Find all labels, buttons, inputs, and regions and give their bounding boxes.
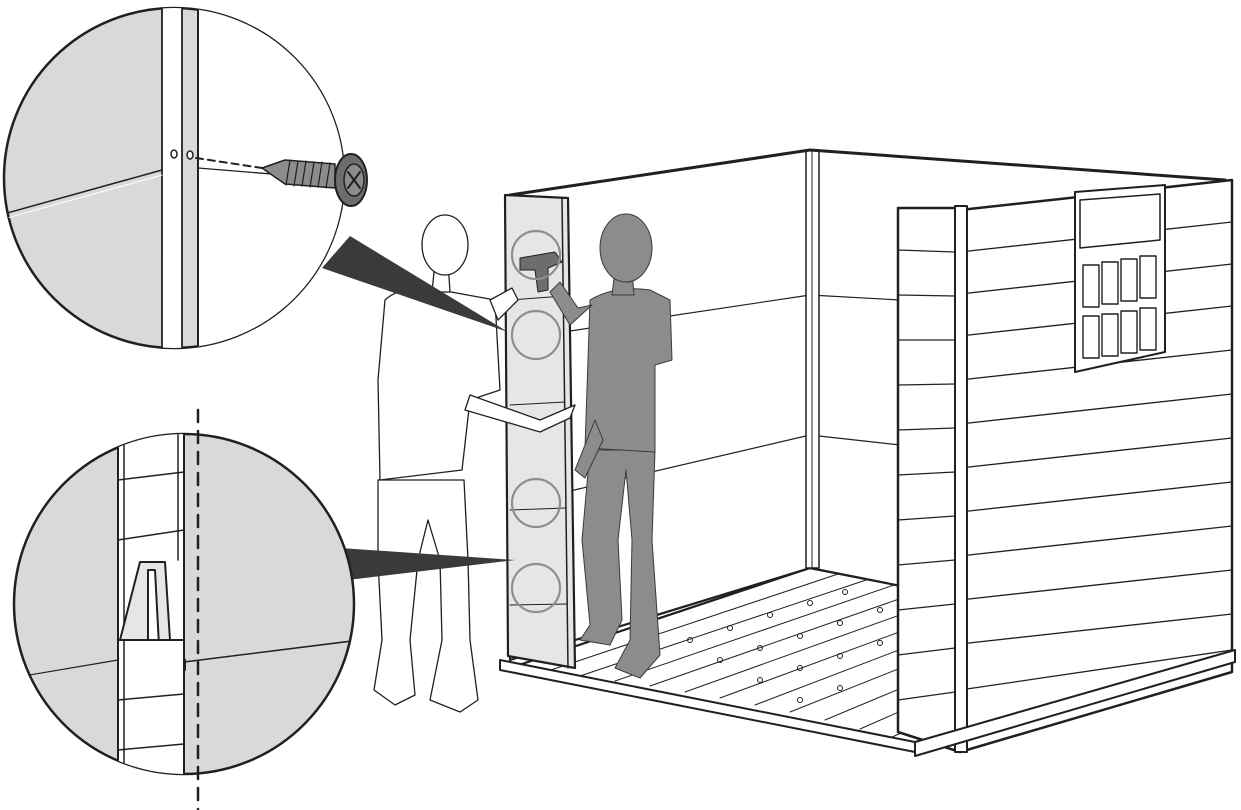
- helper-head: [422, 215, 468, 275]
- callout-pointer-bottom: [340, 548, 515, 580]
- callout-panel-interlock-detail: [0, 410, 360, 810]
- callout-screw-detail: [0, 0, 367, 360]
- shed-window: [1075, 185, 1165, 372]
- front-panel: [898, 208, 960, 752]
- front-corner-post: [955, 206, 967, 752]
- worker-head: [600, 214, 652, 282]
